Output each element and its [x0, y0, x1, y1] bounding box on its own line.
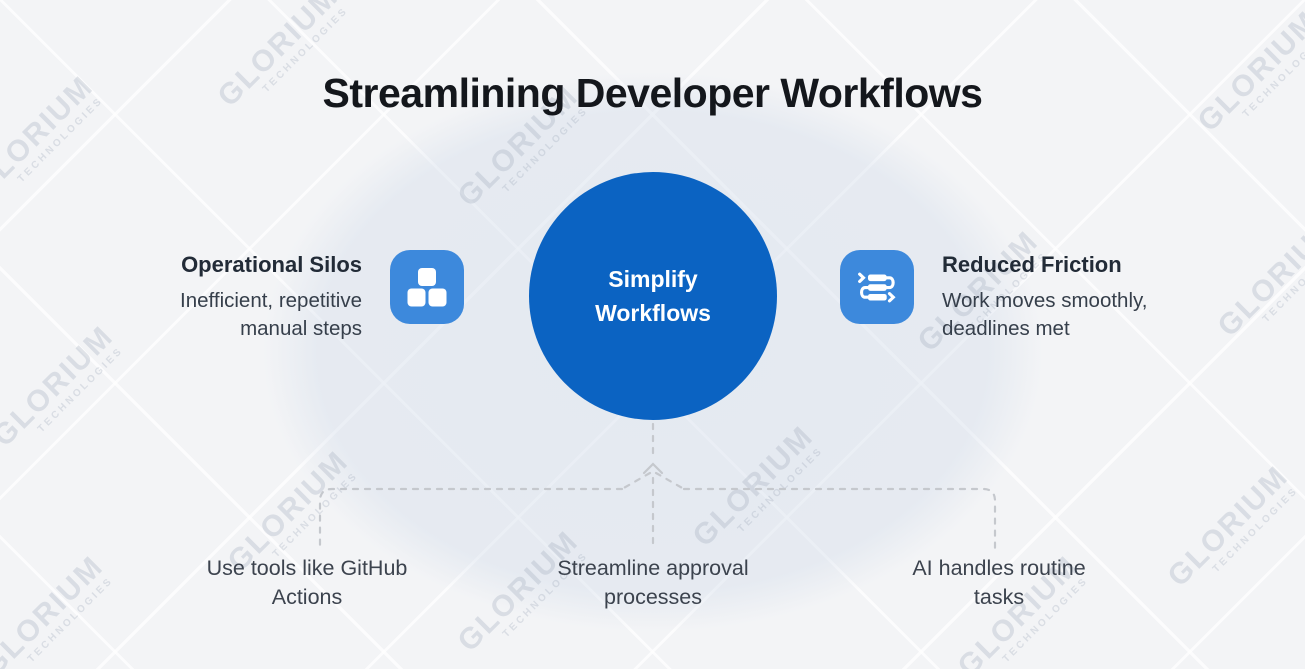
left-card-description: Inefficient, repetitive manual steps — [180, 289, 362, 340]
left-card-operational-silos: Operational Silos Inefficient, repetitiv… — [138, 250, 464, 343]
process-flow-icon — [840, 250, 914, 324]
center-circle: Simplify Workflows — [529, 172, 777, 420]
center-circle-label: Simplify Workflows — [595, 266, 711, 326]
branch-label-approval-processes: Streamline approval processes — [557, 556, 749, 609]
right-card-title: Reduced Friction — [942, 252, 1122, 277]
right-card-description: Work moves smoothly, deadlines met — [942, 289, 1148, 340]
blocks-icon — [390, 250, 464, 324]
right-card-reduced-friction: Reduced Friction Work moves smoothly, de… — [840, 250, 1182, 343]
branch-label-github-actions: Use tools like GitHub Actions — [206, 556, 408, 609]
branch-label-ai-routine-tasks: AI handles routine tasks — [912, 556, 1086, 609]
page-title: Streamlining Developer Workflows — [322, 70, 983, 116]
left-card-title: Operational Silos — [181, 252, 362, 277]
